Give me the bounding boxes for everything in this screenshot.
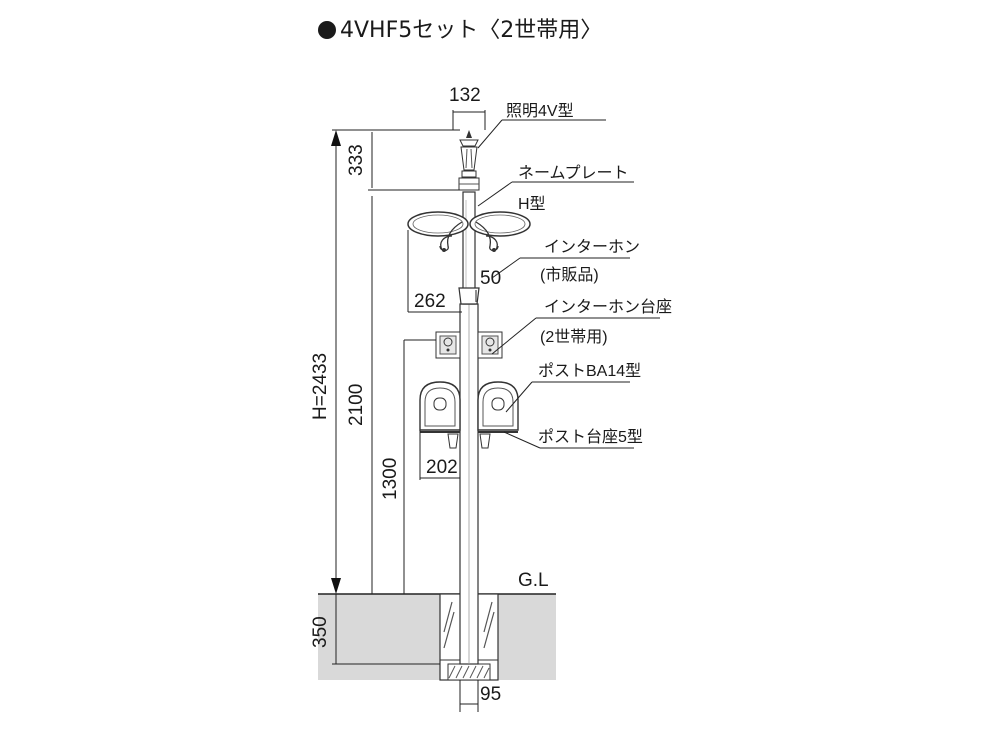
mailbox-right	[477, 381, 519, 449]
dim-top-width: 132	[449, 85, 481, 106]
dim-total-height: H=2433	[310, 353, 331, 420]
callout-intercom-base: インターホン台座	[544, 298, 672, 316]
ground-label: G.L	[518, 570, 549, 591]
callout-nameplate-type: H型	[518, 195, 546, 213]
dim-lamp-height: 333	[346, 144, 367, 176]
callout-post: ポストBA14型	[538, 362, 641, 380]
callout-lamp: 照明4V型	[506, 102, 574, 120]
nameplate-left	[407, 211, 469, 252]
dim-plate-height: 2100	[346, 384, 367, 426]
dim-plate-offset: 50	[480, 268, 501, 289]
callout-intercom-base-note: (2世帯用)	[540, 328, 608, 346]
pole	[458, 191, 480, 665]
foundation	[439, 593, 499, 681]
dim-post-width: 202	[426, 457, 458, 478]
dim-plate-span: 262	[414, 291, 446, 312]
intercom-left	[435, 331, 461, 359]
callout-post-base: ポスト台座5型	[538, 428, 643, 446]
dim-intercom-height: 1300	[380, 458, 401, 500]
callout-lines	[477, 119, 660, 449]
dimension-lines	[332, 110, 486, 712]
lamp-icon	[458, 130, 480, 191]
diagram-title: 4VHF5セット〈2世帯用〉	[318, 14, 602, 48]
callout-intercom: インターホン	[544, 238, 640, 256]
intercom-right	[477, 331, 503, 359]
dim-underground: 350	[310, 616, 331, 648]
mailbox-left	[419, 381, 461, 449]
title-text: 4VHF5セット〈2世帯用〉	[340, 18, 603, 43]
callout-intercom-note: (市販品)	[540, 266, 599, 284]
dim-base-width: 95	[480, 684, 501, 705]
ground-fill	[318, 594, 556, 680]
callout-nameplate: ネームプレート	[518, 164, 629, 182]
bullet-icon	[318, 21, 336, 39]
nameplate-right	[469, 211, 531, 252]
dimension-arrows	[331, 130, 341, 594]
